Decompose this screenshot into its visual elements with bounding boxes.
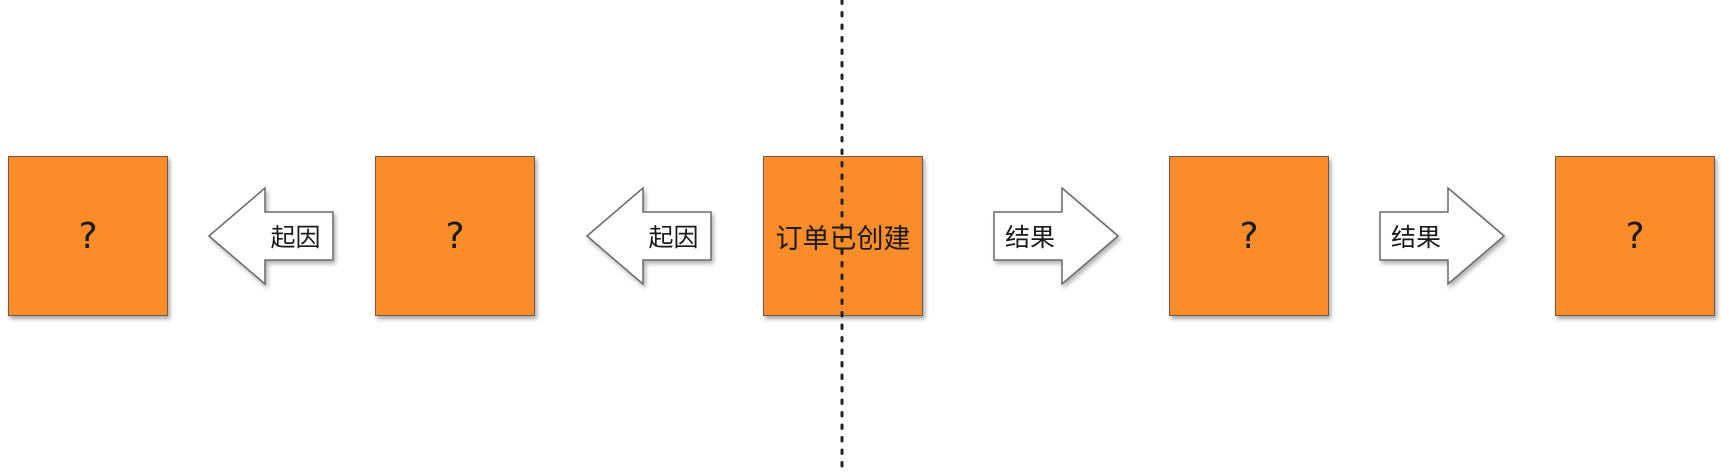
timeline-divider [840, 0, 844, 472]
cause-arrow-near: 起因 [585, 186, 712, 286]
cause-box-far-label: ? [78, 215, 98, 257]
effect-arrow-far-label: 结果 [1390, 223, 1441, 252]
effect-box-far-label: ? [1625, 215, 1645, 257]
cause-arrow-near-label: 起因 [648, 223, 699, 252]
right-arrow-icon [993, 186, 1120, 286]
cause-arrow-far: 起因 [207, 186, 334, 286]
left-arrow-icon [585, 186, 712, 286]
left-arrow-icon [207, 186, 334, 286]
effect-box-near: ? [1169, 156, 1329, 316]
cause-box-near-label: ? [445, 215, 465, 257]
cause-box-far: ? [8, 156, 168, 316]
cause-arrow-far-label: 起因 [270, 223, 321, 252]
effect-arrow-near-label: 结果 [1004, 223, 1055, 252]
right-arrow-icon [1379, 186, 1506, 286]
effect-arrow-far: 结果 [1379, 186, 1506, 286]
effect-arrow-near: 结果 [993, 186, 1120, 286]
effect-box-far: ? [1555, 156, 1715, 316]
cause-box-near: ? [375, 156, 535, 316]
effect-box-near-label: ? [1239, 215, 1259, 257]
